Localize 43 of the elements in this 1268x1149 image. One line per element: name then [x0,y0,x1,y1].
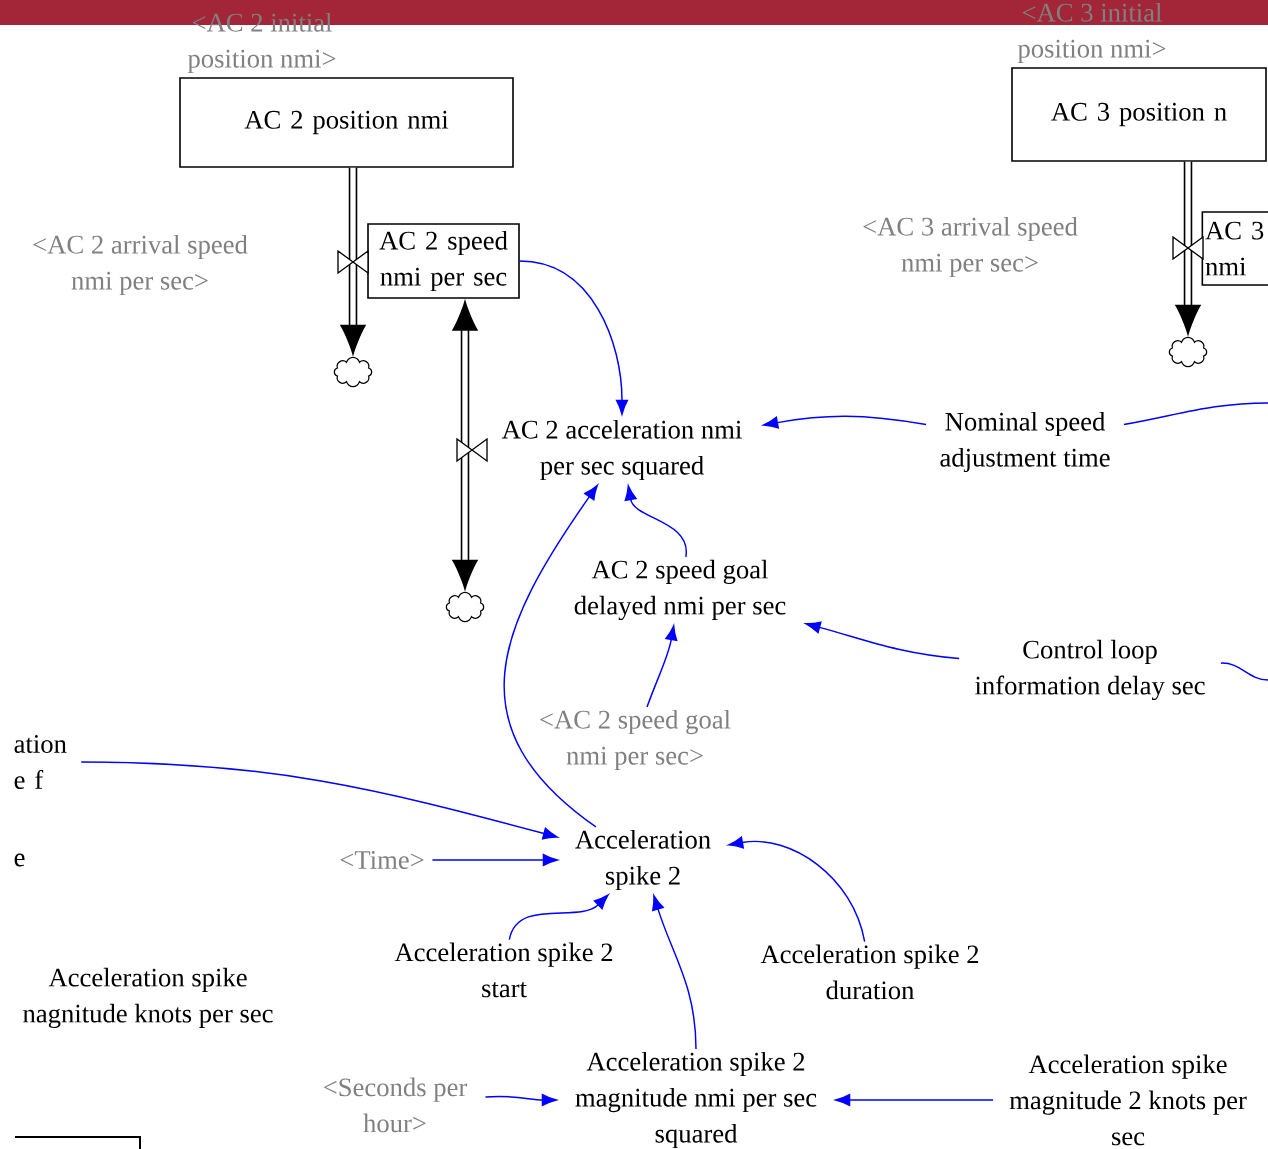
variable-label: Acceleration spike 2 duration [760,944,979,1000]
arrow [646,625,678,708]
variable-label: Nominal speed adjustment time [940,411,1110,473]
variable-label: <AC 3 arrival speed nmi per sec> [863,216,1078,278]
arrow [652,895,697,1050]
variable-label: AC 2 speed goal delayed nmi per sec [574,559,786,621]
arrow [508,894,609,941]
connector-line [1220,662,1268,681]
arrow [728,836,866,943]
arrow [80,761,558,840]
cloud-symbol [333,356,373,388]
flow-pipe [452,301,478,590]
variable-label: <Time> [340,851,424,869]
variable-label: <AC 2 speed goal nmi per sec> [540,709,731,771]
stock-box: AC 3 nmi [1201,211,1268,286]
stock-box: AC 2 position nmi [179,77,514,168]
flow-pipe [340,167,366,355]
variable-label: AC 2 acceleration nmi per sec squared [501,419,742,481]
variable-label: Acceleration spike 2 start [394,942,613,998]
arrow [835,1093,994,1107]
variable-label: Acceleration spike magnitude 2 knots per sec [1009,1054,1247,1146]
variable-label: Acceleration spike 2 magnitude nmi per sec squared [575,1051,817,1149]
stock-box: AC 3 position n [1011,67,1267,162]
variable-label: Acceleration spike 2 [575,829,711,891]
arrow [504,484,598,828]
flow-pipe [1175,161,1201,335]
variable-label: Control loop information delay sec [975,639,1205,701]
cloud-symbol [445,591,485,623]
arrow [624,485,687,558]
arrow [805,621,960,660]
variable-label: e [14,853,25,867]
arrow [431,853,558,867]
cloud-symbol [1168,336,1208,368]
arrow [519,260,629,415]
variable-label: <Seconds per hour> [324,1077,468,1133]
stock-box: AC 2 speed nmi per sec [367,223,520,299]
connector-line [1123,402,1268,426]
arrow [484,1093,557,1107]
variable-label: <AC 2 arrival speed nmi per sec> [33,234,248,296]
variable-label: ation e f [14,735,67,789]
variable-label: <AC 3 initial position nmi> [1017,2,1166,64]
arrow [763,415,927,429]
variable-label: Acceleration spike nagnitude knots per sec [23,967,273,1029]
